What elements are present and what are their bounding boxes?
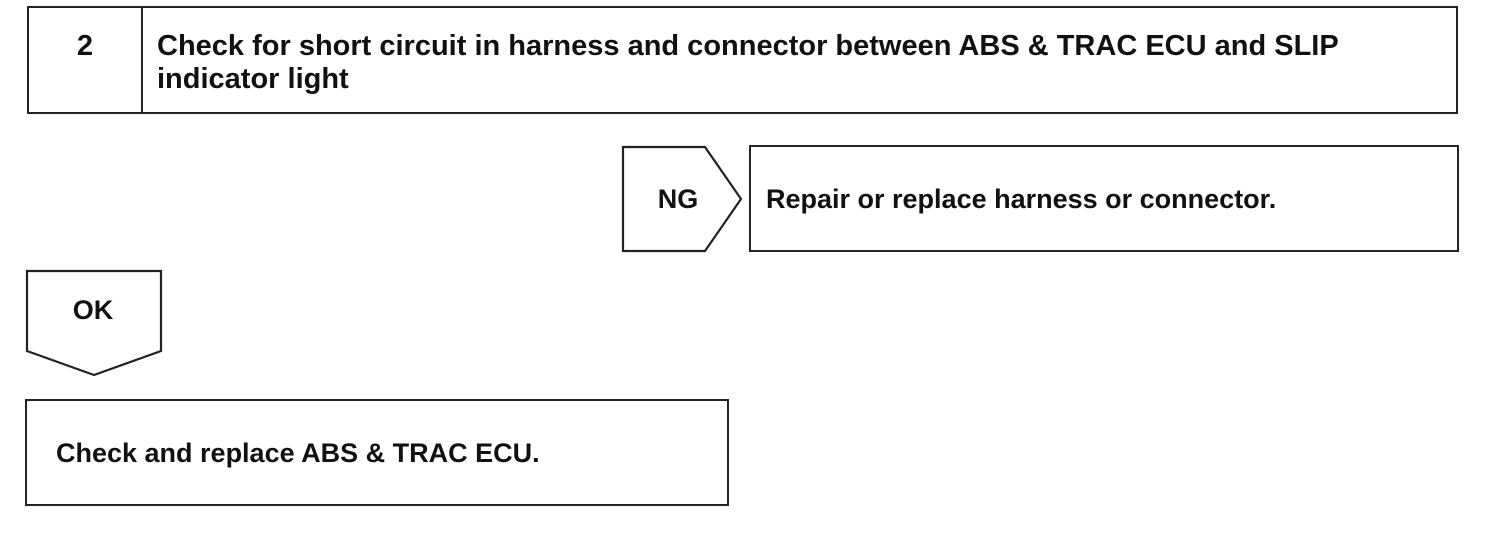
ok-tag-label: OK — [72, 295, 114, 325]
ng-tag-label: NG — [657, 184, 699, 214]
ok-action-box: Check and replace ABS & TRAC ECU. — [25, 399, 729, 506]
ng-action-box: Repair or replace harness or connector. — [749, 145, 1459, 252]
ok-action-text: Check and replace ABS & TRAC ECU. — [56, 438, 540, 468]
step-header-box: 2 Check for short circuit in harness and… — [27, 6, 1458, 114]
step-title: Check for short circuit in harness and c… — [157, 30, 1339, 95]
ng-arrow-tag — [621, 145, 743, 253]
step-number-cell: 2 — [29, 8, 143, 112]
step-number: 2 — [76, 30, 94, 62]
ok-arrow-tag — [25, 269, 163, 377]
ng-action-text: Repair or replace harness or connector. — [766, 184, 1277, 214]
